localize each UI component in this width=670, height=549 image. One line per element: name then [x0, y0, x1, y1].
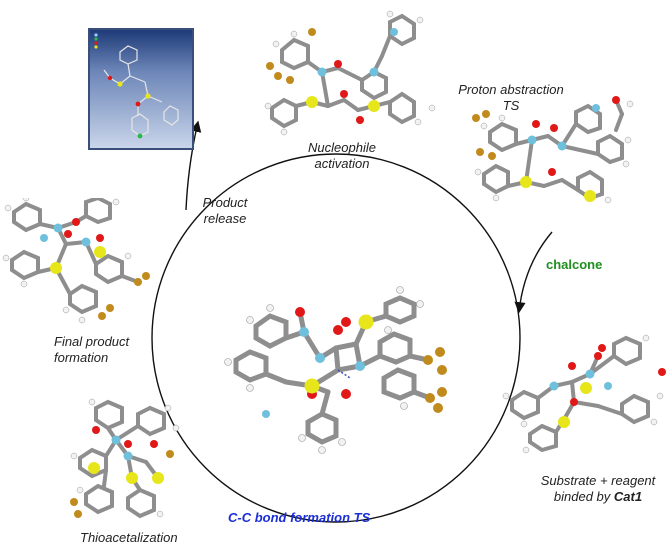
nucleophile-activation-line1: Nucleophile: [308, 140, 376, 155]
proton-abstraction-line2: TS: [502, 98, 520, 113]
substrate-binding-label: Substrate + reagent binded by Cat1: [528, 473, 668, 505]
cc-bond-formation-ts-molecule: [224, 286, 447, 454]
product-release-label: Product release: [190, 195, 260, 227]
chalcone-arrow: [514, 231, 553, 314]
substrate-binding-text: binded by: [553, 489, 611, 504]
thioacetalization-label: Thioacetalization: [80, 530, 178, 545]
cycle-circle: [151, 153, 521, 523]
catalyst-label: Cat1: [613, 489, 643, 504]
nucleophile-activation-label: Nucleophile activation: [300, 140, 384, 172]
reagent-label: chalcone: [546, 257, 603, 272]
substrate-binding-line1: Substrate + reagent: [540, 473, 656, 488]
thioacetalization-molecule: [70, 398, 180, 519]
product-molecule: [94, 33, 179, 139]
proton-abstraction-line1: Proton abstraction: [458, 82, 564, 97]
final-product-molecule: [2, 198, 150, 324]
final-product-line2: formation: [54, 350, 109, 365]
product-structure-inset: [88, 28, 194, 150]
substrate-binding-line2: binded by Cat1: [528, 489, 668, 505]
substrate-binding-molecule: [502, 334, 666, 454]
final-product-label: Final product formation: [54, 334, 129, 366]
nucleophile-activation-line2: activation: [314, 156, 370, 171]
proton-abstraction-molecule: [472, 96, 634, 204]
product-release-arrow: [185, 120, 202, 211]
final-product-line1: Final product: [54, 334, 130, 349]
nucleophile-activation-molecule: [264, 10, 436, 136]
proton-abstraction-label: Proton abstraction TS: [446, 82, 576, 114]
product-release-line1: Product: [202, 195, 248, 210]
cc-formation-label: C-C bond formation TS: [228, 510, 371, 525]
product-release-line2: release: [203, 211, 247, 226]
